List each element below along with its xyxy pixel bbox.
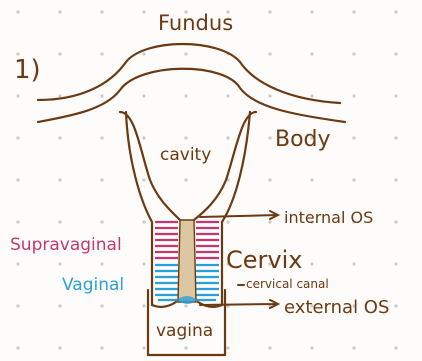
grid-dot [394,52,397,55]
grid-dot [226,220,229,223]
grid-dot [352,10,355,13]
grid-dot [310,10,313,13]
grid-dot [100,178,103,181]
grid-dot [58,52,61,55]
grid-dot [352,52,355,55]
label-cervix: Cervix [226,246,302,274]
grid-dot [268,94,271,97]
grid-dot [310,178,313,181]
grid-dot [226,346,229,349]
label-external-os: external OS [284,297,389,318]
grid-dot [58,94,61,97]
grid-dot [58,220,61,223]
label-supravaginal: Supravaginal [10,235,122,255]
label-cervical-canal: cervical canal [246,277,329,291]
grid-dot [394,220,397,223]
grid-dot [58,136,61,139]
grid-dot [352,262,355,265]
grid-dot [268,346,271,349]
grid-dot [352,346,355,349]
grid-dot [142,304,145,307]
grid-dot [268,10,271,13]
grid-dot [226,94,229,97]
grid-dot [184,304,187,307]
grid-dot [142,220,145,223]
grid-dot [58,304,61,307]
grid-dot [268,220,271,223]
grid-dot [184,136,187,139]
grid-dot [352,178,355,181]
grid-dot [310,52,313,55]
grid-dot [394,304,397,307]
grid-dot [100,136,103,139]
grid-dot [16,94,19,97]
grid-dot [16,10,19,13]
cervical-canal-shape [178,220,196,302]
grid-dot [16,346,19,349]
grid-dot [226,136,229,139]
label-cavity: cavity [160,145,211,165]
grid-dot [58,346,61,349]
grid-dot [394,136,397,139]
grid-dot [100,94,103,97]
grid-dot [268,52,271,55]
grid-dot [100,220,103,223]
grid-dot [310,94,313,97]
grid-dot [100,304,103,307]
grid-dot [100,10,103,13]
grid-dot [268,178,271,181]
grid-dot [142,52,145,55]
grid-dot [100,346,103,349]
grid-dot [16,178,19,181]
label-body: Body [275,127,331,152]
grid-dot [58,178,61,181]
label-fundus: Fundus [158,11,233,35]
grid-dot [184,178,187,181]
grid-dot [184,52,187,55]
grid-dot [394,346,397,349]
grid-dot [142,10,145,13]
grid-dot [352,136,355,139]
grid-dot [184,346,187,349]
grid-dot [394,94,397,97]
label-vagina: vagina [156,321,213,341]
grid-dot [310,346,313,349]
grid-dot [268,136,271,139]
label-vaginal: Vaginal [62,275,124,295]
grid-dot [394,10,397,13]
grid-dot [142,178,145,181]
grid-dot [142,262,145,265]
grid-dot [394,178,397,181]
grid-dot [142,94,145,97]
grid-dot [142,136,145,139]
grid-dot [184,94,187,97]
grid-dot [16,262,19,265]
grid-dot [16,304,19,307]
grid-dot [100,262,103,265]
internal-os-arrow [200,211,278,219]
grid-dot [310,262,313,265]
grid-dot [142,346,145,349]
label-internal-os: internal OS [284,208,373,227]
grid-dot [394,262,397,265]
grid-dot [58,10,61,13]
grid-dot [16,220,19,223]
grid-dot [352,94,355,97]
figure-number: 1) [14,55,41,85]
grid-dot [100,52,103,55]
grid-dot [58,262,61,265]
grid-dot [16,136,19,139]
